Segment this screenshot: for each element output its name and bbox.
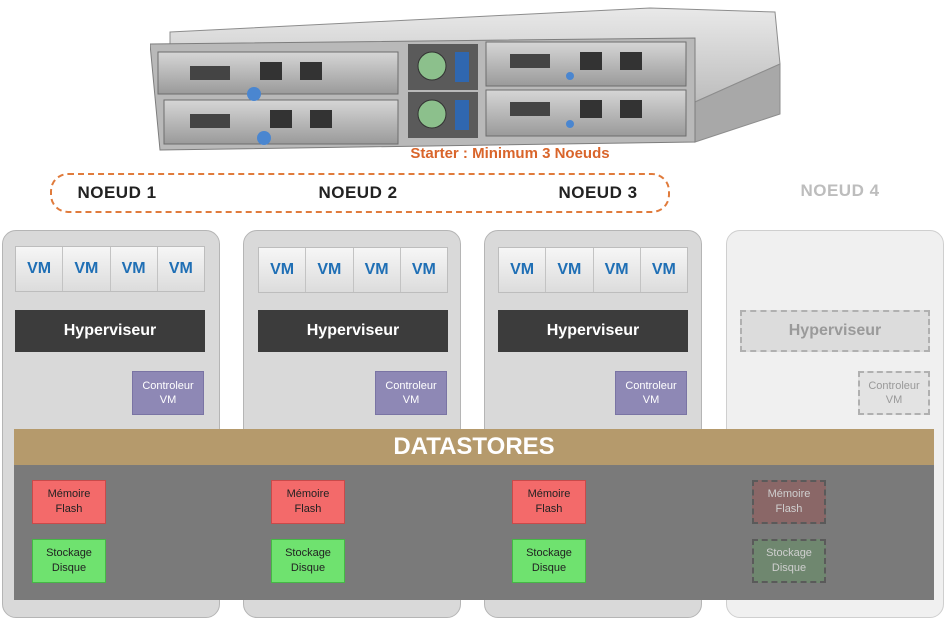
node-title-3: NOEUD 3 <box>558 183 638 202</box>
datastores-bar: DATASTORES <box>14 429 934 465</box>
hyperviseur-block-3: Hyperviseur <box>498 310 688 352</box>
controleur-line1: Controleur <box>625 380 677 392</box>
vm-block: VM <box>157 247 204 291</box>
stockage-line1: Stockage <box>526 547 572 559</box>
controleur-line1: Controleur <box>868 380 920 392</box>
vm-block: VM <box>640 248 687 292</box>
vm-block: VM <box>306 248 354 292</box>
hyperviseur-block-1: Hyperviseur <box>15 310 205 352</box>
memoire-line2: Flash <box>55 503 83 515</box>
vm-row-1: VM VM VM VM <box>15 246 205 292</box>
memoire-line1: Mémoire <box>286 488 330 500</box>
server-chassis-image <box>150 4 790 154</box>
memoire-line1: Mémoire <box>47 488 91 500</box>
controleur-line2: VM <box>642 394 660 406</box>
node-title-1: NOEUD 1 <box>77 183 157 202</box>
stockage-line1: Stockage <box>285 547 331 559</box>
stockage-line1: Stockage <box>46 547 92 559</box>
vm-block: VM <box>499 248 547 292</box>
vm-block: VM <box>63 247 111 291</box>
vm-block: VM <box>110 247 158 291</box>
controleur-line1: Controleur <box>385 380 437 392</box>
controleur-line1: Controleur <box>142 380 194 392</box>
vm-block: VM <box>353 248 401 292</box>
memoire-line2: Flash <box>535 503 563 515</box>
memoire-line2: Flash <box>775 503 803 515</box>
stockage-line1: Stockage <box>766 547 812 559</box>
vm-block: VM <box>546 248 594 292</box>
vm-row-3: VM VM VM VM <box>498 247 688 293</box>
vm-row-2: VM VM VM VM <box>258 247 448 293</box>
controleur-line2: VM <box>159 394 177 406</box>
vm-block: VM <box>16 247 64 291</box>
hyperviseur-block-2: Hyperviseur <box>258 310 448 352</box>
stockage-line2: Disque <box>51 562 87 574</box>
starter-label: Starter : Minimum 3 Noeuds <box>410 145 610 162</box>
controleur-line2: VM <box>885 394 903 406</box>
node-title-4: NOEUD 4 <box>800 181 880 200</box>
stockage-line2: Disque <box>531 562 567 574</box>
vm-block: VM <box>259 248 307 292</box>
memoire-line1: Mémoire <box>527 488 571 500</box>
stockage-line2: Disque <box>771 562 807 574</box>
memoire-line1: Mémoire <box>767 488 811 500</box>
vm-block: VM <box>400 248 447 292</box>
hyperviseur-block-4: Hyperviseur <box>740 310 930 352</box>
starter-group-outline <box>50 173 670 213</box>
vm-block: VM <box>593 248 641 292</box>
stockage-line2: Disque <box>290 562 326 574</box>
controleur-line2: VM <box>402 394 420 406</box>
memoire-line2: Flash <box>294 503 322 515</box>
node-title-2: NOEUD 2 <box>318 183 398 202</box>
